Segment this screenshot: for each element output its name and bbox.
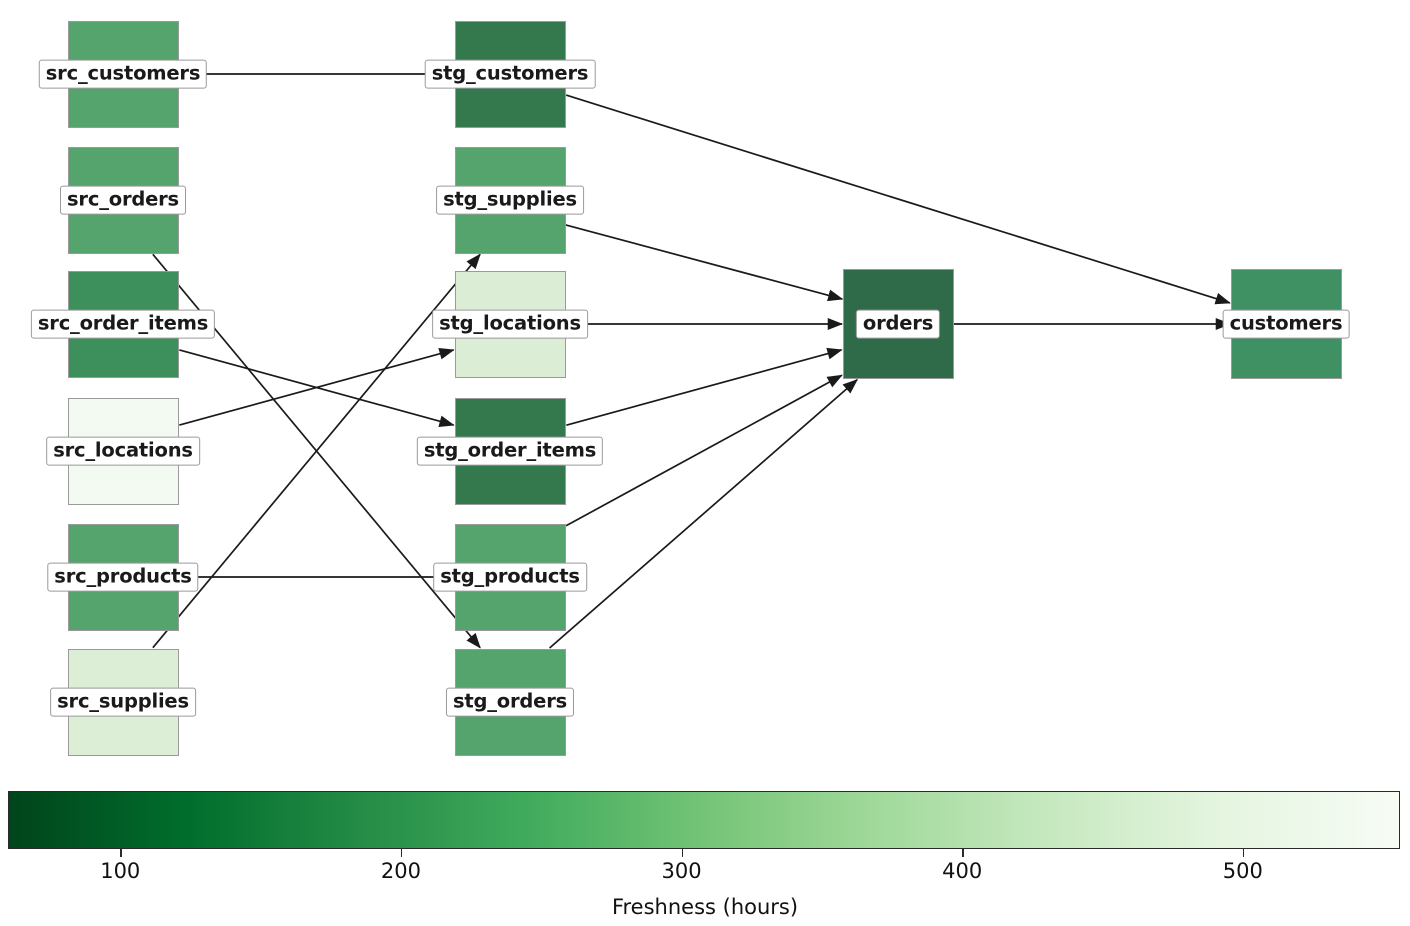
node-label-stg_orders: stg_orders: [445, 687, 575, 717]
node-label-stg_customers: stg_customers: [424, 59, 596, 89]
node-label-stg_supplies: stg_supplies: [436, 185, 584, 215]
colorbar-tick-label-200: 200: [380, 859, 421, 883]
colorbar-tick-500: [1242, 849, 1245, 857]
node-label-stg_products: stg_products: [433, 562, 587, 592]
edge-stg_orders-to-orders: [549, 378, 858, 649]
colorbar-tick-label-300: 300: [661, 859, 702, 883]
edge-src_locations-to-stg_locations: [179, 347, 455, 426]
colorbar-axis-label: Freshness (hours): [611, 895, 799, 919]
node-label-stg_locations: stg_locations: [432, 309, 588, 339]
colorbar-tick-label-400: 400: [942, 859, 983, 883]
node-label-stg_order_items: stg_order_items: [416, 436, 604, 466]
node-label-src_customers: src_customers: [38, 59, 208, 89]
node-label-src_supplies: src_supplies: [50, 687, 196, 717]
node-label-customers: customers: [1222, 309, 1350, 339]
edge-stg_order_items-to-orders: [566, 347, 843, 426]
node-label-orders: orders: [855, 309, 941, 339]
edges: [152, 73, 1232, 649]
colorbar-tick-label-500: 500: [1222, 859, 1263, 883]
colorbar-tick-100: [120, 849, 122, 857]
node-label-src_orders: src_orders: [60, 185, 186, 215]
edge-src_order_items-to-stg_order_items: [179, 349, 455, 428]
node-label-src_order_items: src_order_items: [30, 309, 216, 339]
colorbar-tick-200: [400, 849, 403, 857]
colorbar-tick-300: [681, 849, 683, 857]
colorbar-tick-label-100: 100: [100, 859, 141, 883]
colorbar-tick-400: [962, 849, 964, 857]
node-label-src_locations: src_locations: [46, 436, 200, 466]
edge-stg_supplies-to-orders: [565, 224, 844, 302]
colorbar-gradient: [8, 791, 1400, 849]
edge-stg_products-to-orders: [565, 374, 843, 527]
node-label-src_products: src_products: [47, 562, 199, 592]
colorbar: [8, 791, 1400, 849]
